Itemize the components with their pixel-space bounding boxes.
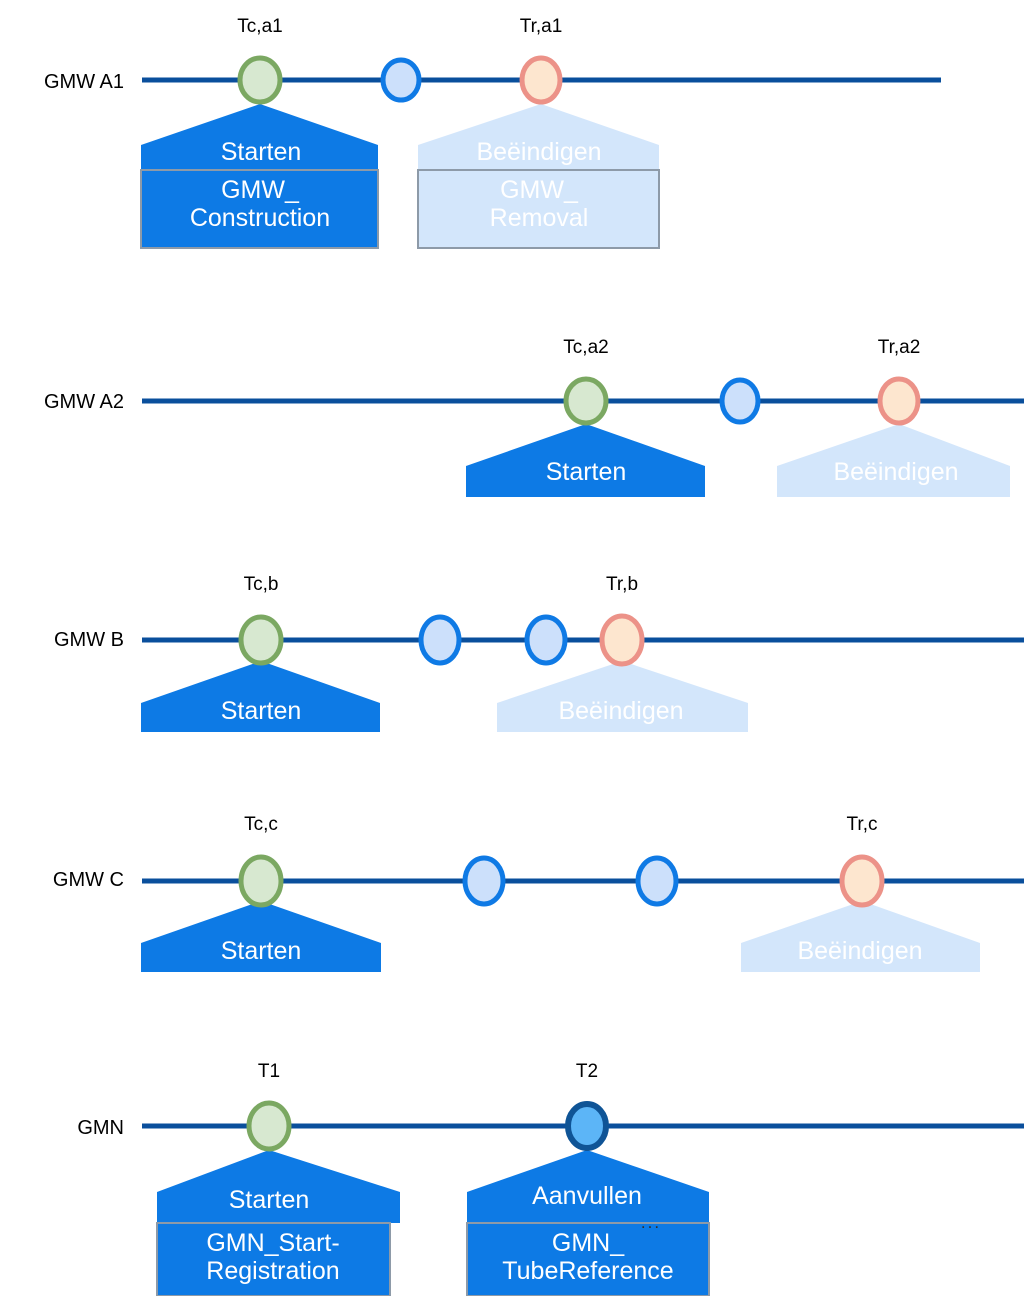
pennant-label-beeindigen-b: Beëindigen [558,697,684,725]
marker-label-t2: T2 [575,1061,599,1082]
box-line-2: Construction [189,204,331,232]
marker-mid-a2[interactable] [719,377,761,425]
row-label-gmw-a1: GMW A1 [43,71,124,93]
row-graphics-gmw-a1 [140,55,941,249]
marker-mid-a1[interactable] [380,57,422,103]
box-line-1: GMW_ [500,176,578,204]
marker-mid-b-2[interactable] [524,614,568,666]
pennant-starten-a1 [141,104,378,170]
box-gmn-tubereference [466,1222,710,1296]
marker-label-tr-a2: Tr,a2 [877,337,921,358]
pennant-label-starten-a2: Starten [545,458,627,486]
pennant-label-starten-a1: Starten [220,138,302,166]
marker-mid-b-1[interactable] [418,614,462,666]
pennant-beeindigen-b [497,661,748,732]
pennant-ellipsis-aanvullen: ... [640,1213,662,1232]
pennant-label-starten-c: Starten [220,937,302,965]
row-graphics-gmw-a2 [142,376,1024,497]
row-label-gmn: GMN [77,1117,124,1139]
pennant-starten-gmn [157,1150,400,1223]
marker-t2[interactable] [565,1101,609,1151]
pennant-label-aanvullen-gmn: Aanvullen [532,1182,642,1210]
pennant-beeindigen-a2 [777,424,1010,497]
row-graphics-gmn [142,1100,1024,1296]
marker-tr-a1[interactable] [519,55,563,105]
pennant-beeindigen-a1 [418,104,659,170]
pennant-starten-b [141,661,380,732]
pennant-label-beeindigen-a1: Beëindigen [476,138,602,166]
marker-label-tc-a1: Tc,a1 [237,16,283,37]
marker-tr-b[interactable] [599,613,645,667]
marker-tc-a1[interactable] [237,55,283,105]
marker-label-tr-b: Tr,b [605,574,639,595]
row-graphics-gmw-b [141,613,1024,732]
marker-label-tr-c: Tr,c [846,814,878,835]
marker-mid-c-1[interactable] [462,855,506,907]
marker-label-tc-c: Tc,c [244,814,278,835]
marker-label-tc-b: Tc,b [243,574,279,595]
box-label-gmw-construction: GMW_ Construction [144,176,376,232]
row-graphics-gmw-c [141,854,1024,972]
marker-label-tc-a2: Tc,a2 [563,337,609,358]
box-line-1: GMW_ [221,176,299,204]
pennant-label-beeindigen-c: Beëindigen [797,937,923,965]
pennant-starten-a2 [466,424,705,497]
marker-tr-a2[interactable] [877,376,921,426]
marker-mid-c-2[interactable] [635,855,679,907]
pennant-label-starten-b: Starten [220,697,302,725]
box-label-gmn-tubereference: GMN_ TubeReference [470,1229,707,1285]
pennant-beeindigen-c [741,901,980,972]
box-gmw-removal [417,169,660,249]
box-line-1: GMN_ [551,1229,625,1257]
box-label-gmw-removal: GMW_ Removal [421,176,657,232]
marker-tc-c[interactable] [238,854,284,908]
marker-t1[interactable] [246,1100,292,1152]
box-gmw-construction [140,169,379,249]
pennant-aanvullen-gmn [467,1150,709,1223]
row-label-gmw-a2: GMW A2 [43,391,124,413]
row-label-gmw-c: GMW C [52,869,124,891]
marker-tc-b[interactable] [238,614,284,666]
marker-label-tr-a1: Tr,a1 [519,16,563,37]
box-line-1: GMN_Start- [206,1229,340,1257]
pennant-label-beeindigen-a2: Beëindigen [833,458,959,486]
box-label-gmn-start-registration: GMN_Start- Registration [159,1229,387,1285]
marker-tc-a2[interactable] [563,376,609,426]
pennant-starten-c [141,901,381,972]
pennant-label-starten-gmn: Starten [228,1186,310,1214]
box-line-2: TubeReference [502,1257,674,1285]
marker-tr-c[interactable] [839,854,885,908]
box-line-2: Registration [206,1257,340,1285]
box-line-2: Removal [489,204,589,232]
row-label-gmw-b: GMW B [54,629,124,651]
box-gmn-start-registration [156,1222,391,1296]
marker-label-t1: T1 [257,1061,281,1082]
